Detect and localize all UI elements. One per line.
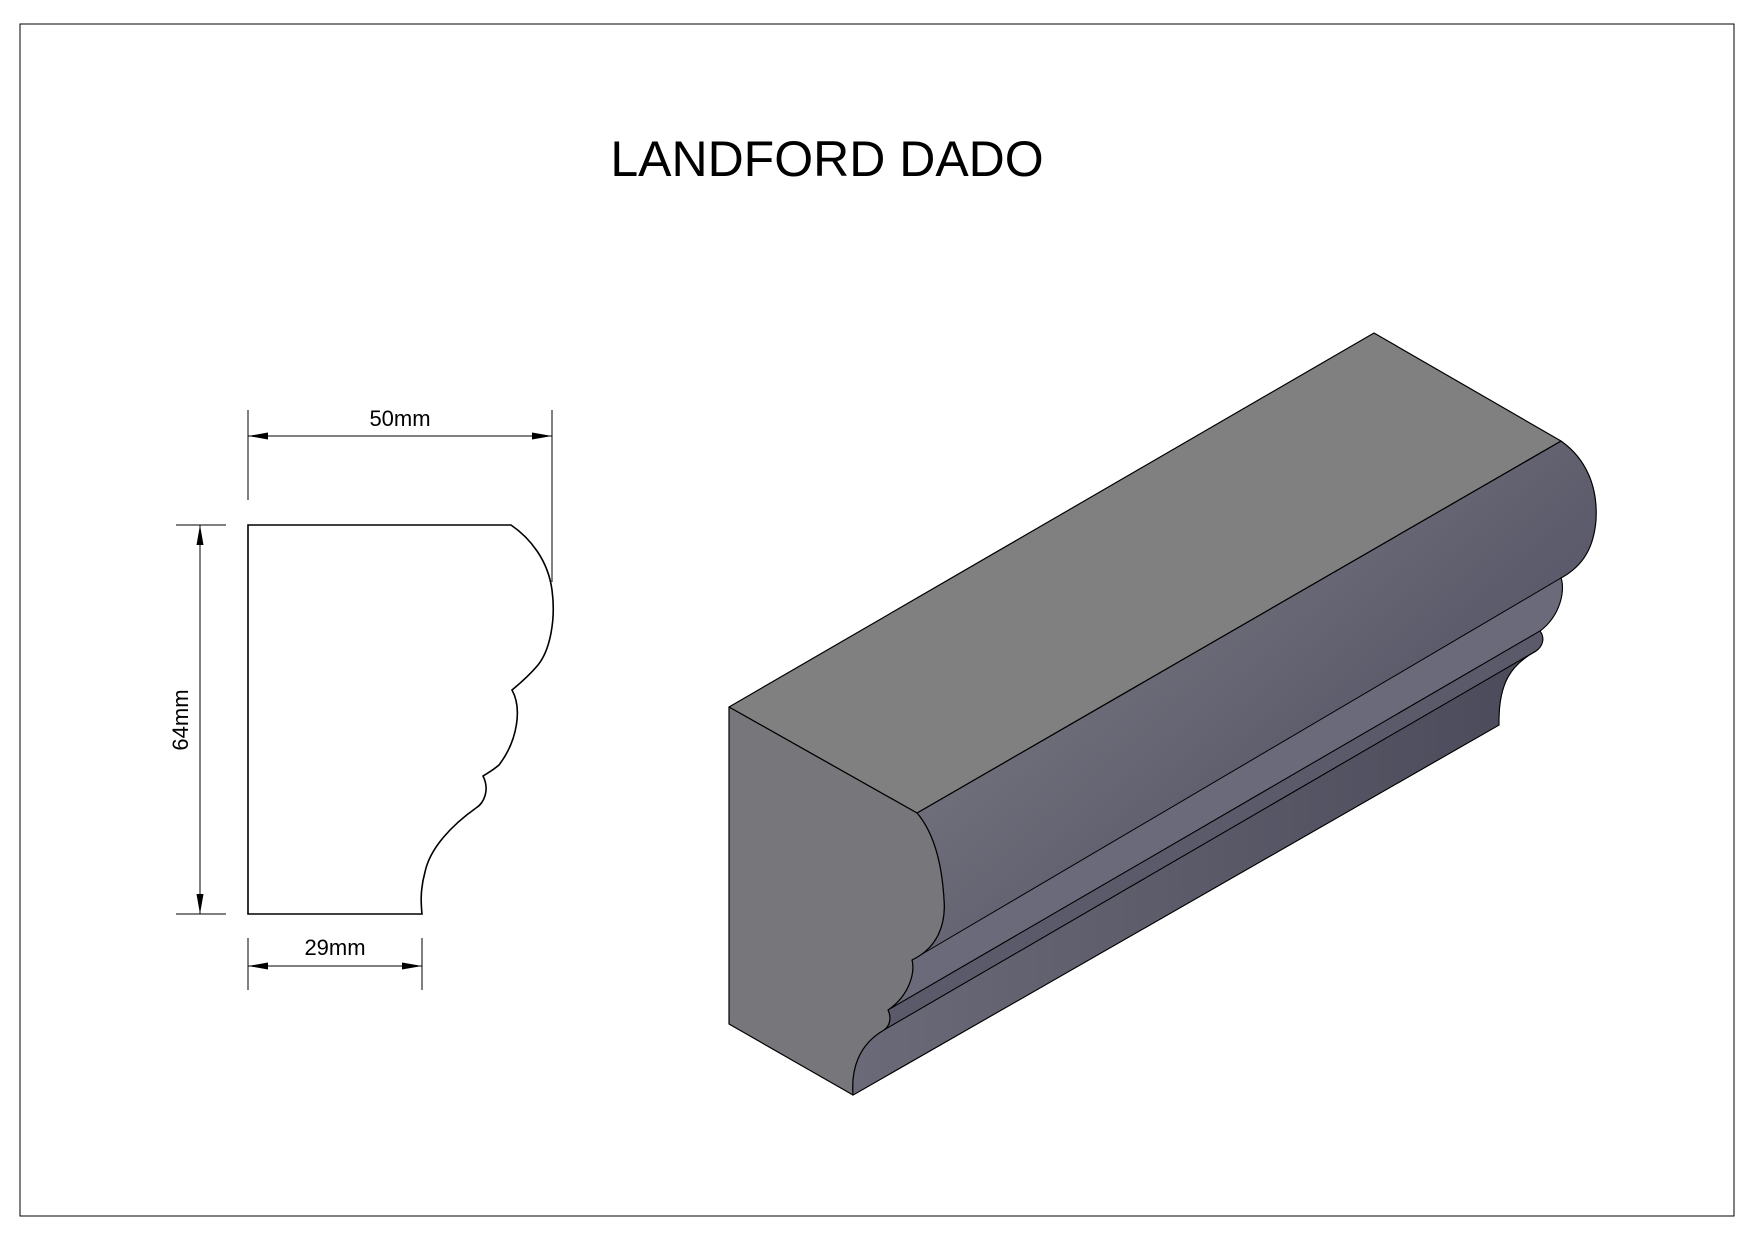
end-face bbox=[728, 706, 945, 1096]
sheet-border bbox=[19, 23, 1735, 1217]
dimension-height: 64mm bbox=[168, 524, 226, 915]
dimension-label-top-width: 50mm bbox=[369, 406, 430, 431]
dimension-label-height: 64mm bbox=[168, 689, 193, 750]
dimension-top-width: 50mm bbox=[247, 406, 553, 582]
profile-outline bbox=[247, 524, 555, 915]
dimension-label-bottom-width: 29mm bbox=[304, 935, 365, 960]
drawing-title: LANDFORD DADO bbox=[610, 131, 1043, 187]
dimension-bottom-width: 29mm bbox=[247, 935, 423, 990]
section-profile bbox=[247, 524, 555, 915]
isometric-moulding bbox=[728, 332, 1597, 1096]
